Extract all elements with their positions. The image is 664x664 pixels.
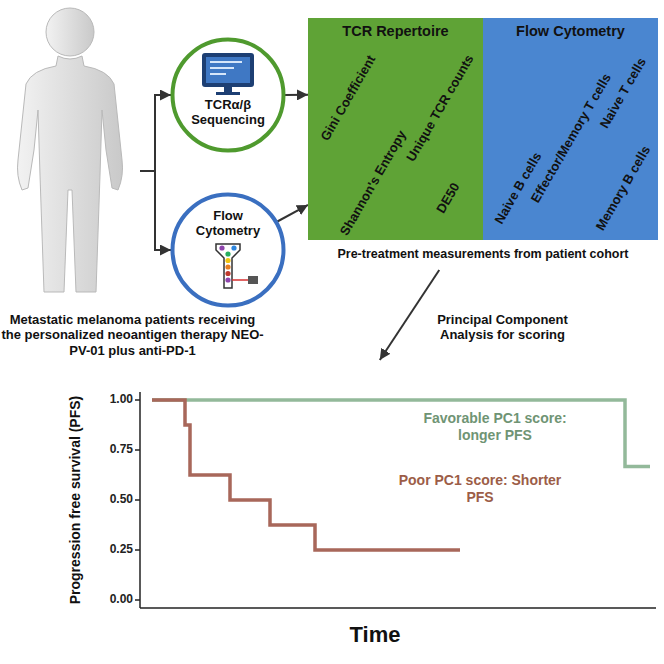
flow-cytometer-icon [216,244,258,288]
panel-heading: TCR Repertoire [308,23,483,40]
connector-arrow [285,94,308,96]
circle-ring [173,195,284,306]
circle-outline [170,37,286,153]
x-axis [140,607,656,609]
measurement-table: TCR RepertoireGini Coefficient Unique TCR… [308,18,658,270]
method-label: Flow Cytometry [180,208,276,239]
axis-tick [135,449,140,451]
laser-source [248,276,258,284]
screen-line [210,61,242,63]
human-head [46,8,94,56]
monitor-frame [202,53,254,87]
tcr-panel: TCR RepertoireGini Coefficient Unique TCR… [308,18,483,240]
screen-line [210,73,226,75]
tick-label: 1.00 [95,392,133,406]
monitor-base [216,92,240,95]
patient-description: Metastatic melanoma patients receiving t… [0,312,265,358]
tick-label: 0.25 [95,542,133,556]
cell-type-label: Memory B cells [593,143,654,233]
cell-dot [225,251,230,256]
panel-heading: Flow Cytometry [483,23,658,40]
method-circle: TCRα/β Sequencing [170,37,286,153]
metric-label: Shannon's Entropy [337,128,410,238]
human-body [18,56,123,292]
circle-ring [173,40,284,151]
axis-tick [135,549,140,551]
cell-dot [219,245,224,250]
tick-label: 0.50 [95,492,133,506]
axis-tick [135,499,140,501]
axis-title: Progression free survival (PFS) [67,396,84,605]
cell-dot [225,264,230,269]
screen-line [210,67,234,69]
method-circle: Flow Cytometry [170,192,286,308]
cell-type-label: Effector/Memory T cells [528,71,615,206]
cell-dot [225,258,230,263]
curve-label: Favorable PC1 score: longer PFS [410,410,580,443]
metric-label: Gini Coefficient [317,53,378,144]
metric-label: Unique TCR counts [403,52,477,164]
edge-label: Principal Component Analysis for scoring [430,311,576,344]
axis-tick [135,599,140,601]
tick-label: 0.00 [95,592,133,606]
connector-arrow [140,171,171,250]
cell-dot [225,277,230,282]
cell-dot [231,245,236,250]
method-label: TCRα/β Sequencing [180,97,276,128]
axis-tick [135,399,140,401]
laser-beam [232,279,250,281]
tick-label: 0.75 [95,442,133,456]
computer-icon [202,53,254,95]
flow-panel: Flow CytometryNaive B cellsNaive T cells… [483,18,658,240]
survival-curve [152,400,650,467]
connector-arrow [277,205,308,222]
monitor-screen [206,57,250,83]
metric-label: DE50 [433,180,463,216]
table-caption: Pre-treatment measurements from patient … [308,247,658,262]
curve-label: Poor PC1 score: Shorter PFS [395,472,565,505]
axis-title: Time [350,622,401,648]
patient-figure: Metastatic melanoma patients receiving t… [0,0,140,300]
cell-dot [225,271,230,276]
connector-arrow [140,95,171,171]
human-silhouette [0,0,140,300]
monitor-stand [224,87,232,92]
survival-chart: Progression free survival (PFS) Time [60,360,660,660]
flow-tube [216,244,240,288]
